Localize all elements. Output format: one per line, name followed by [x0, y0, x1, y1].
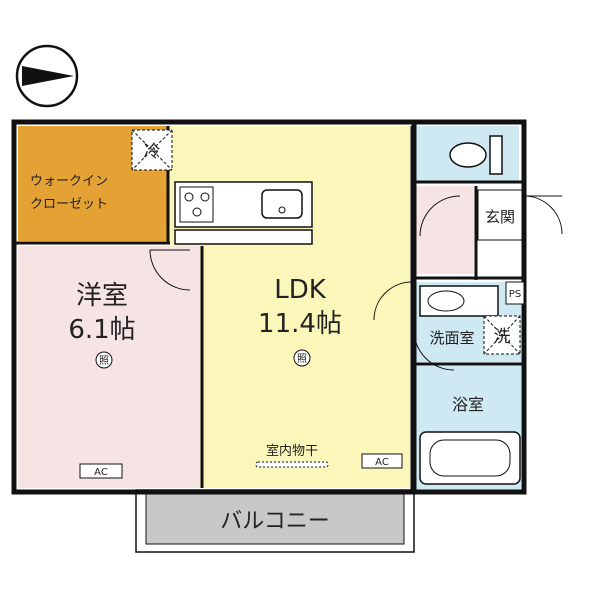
washer-space — [483, 315, 521, 355]
ldk-name: LDK — [274, 275, 327, 305]
drying-label: 室内物干 — [266, 443, 318, 459]
ac-box-ldk — [361, 453, 403, 469]
fridge-space — [131, 129, 173, 171]
hall-floor — [414, 186, 474, 274]
walkin-label-line1: ウォークイン — [30, 174, 108, 189]
kitchen-counter — [174, 181, 313, 245]
doors — [149, 195, 563, 371]
entrance-label: 玄関 — [485, 208, 515, 226]
western-room-name: 洋室 — [76, 281, 128, 311]
western-room-size: 6.1帖 — [68, 315, 135, 345]
western-ac-label: AC — [94, 467, 108, 478]
entrance-storage — [477, 189, 523, 241]
bathtub-icon — [419, 431, 521, 485]
light-mark-western — [95, 351, 113, 369]
washroom-label: 洗面室 — [429, 329, 474, 347]
washer-label: 洗 — [494, 327, 511, 347]
ps-box — [505, 281, 525, 305]
toilet-icon — [449, 135, 503, 175]
ldk-light-label: 照 — [297, 353, 307, 365]
wash-basin-icon — [419, 285, 499, 317]
outer-walls — [11, 119, 527, 495]
ldk-size: 11.4帖 — [258, 309, 342, 339]
bath-label: 浴室 — [452, 395, 484, 414]
ps-label: PS — [509, 289, 521, 300]
light-mark-ldk — [293, 349, 311, 367]
ldk-ac-label: AC — [375, 457, 389, 468]
balcony-inner — [145, 493, 405, 545]
ldk-area — [168, 126, 410, 488]
western-light-label: 照 — [99, 355, 109, 367]
north-arrow-icon — [15, 44, 79, 108]
walkin-label-line2: クローゼット — [30, 197, 108, 212]
drying-bar — [255, 461, 329, 468]
balcony-label: バルコニー — [220, 509, 330, 534]
ac-box-western — [79, 463, 123, 479]
fridge-label: 冷 — [144, 142, 161, 162]
western-room-area — [18, 246, 200, 488]
